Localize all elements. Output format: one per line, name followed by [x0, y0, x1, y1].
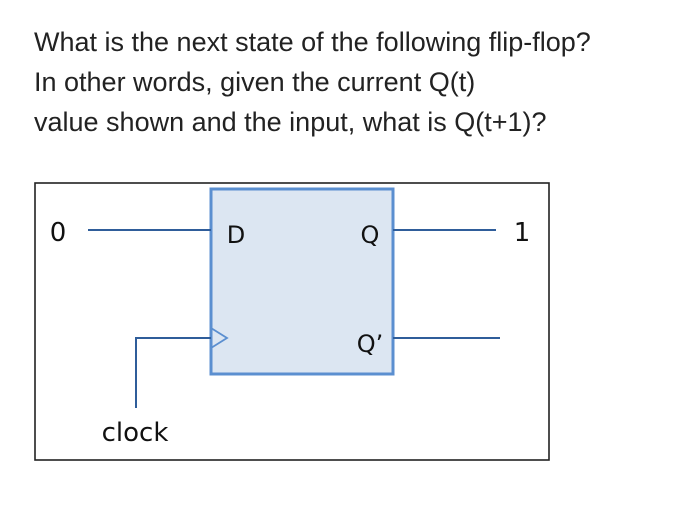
question-line-2: In other words, given the current Q(t) — [34, 67, 476, 97]
clock-wire — [135, 337, 211, 408]
q-pin-label: Q — [361, 221, 380, 249]
question-line-3: value shown and the input, what is Q(t+1… — [34, 107, 547, 137]
clock-label: clock — [102, 418, 169, 448]
clock-triangle-icon — [210, 327, 229, 349]
question-text: What is the next state of the following … — [34, 22, 674, 142]
question-line-1: What is the next state of the following … — [34, 27, 591, 57]
q-bar-pin-label: Q’ — [357, 330, 384, 358]
input-value: 0 — [50, 218, 67, 248]
d-pin-label: D — [227, 221, 245, 249]
flip-flop-block — [209, 187, 395, 376]
output-value: 1 — [514, 218, 531, 248]
